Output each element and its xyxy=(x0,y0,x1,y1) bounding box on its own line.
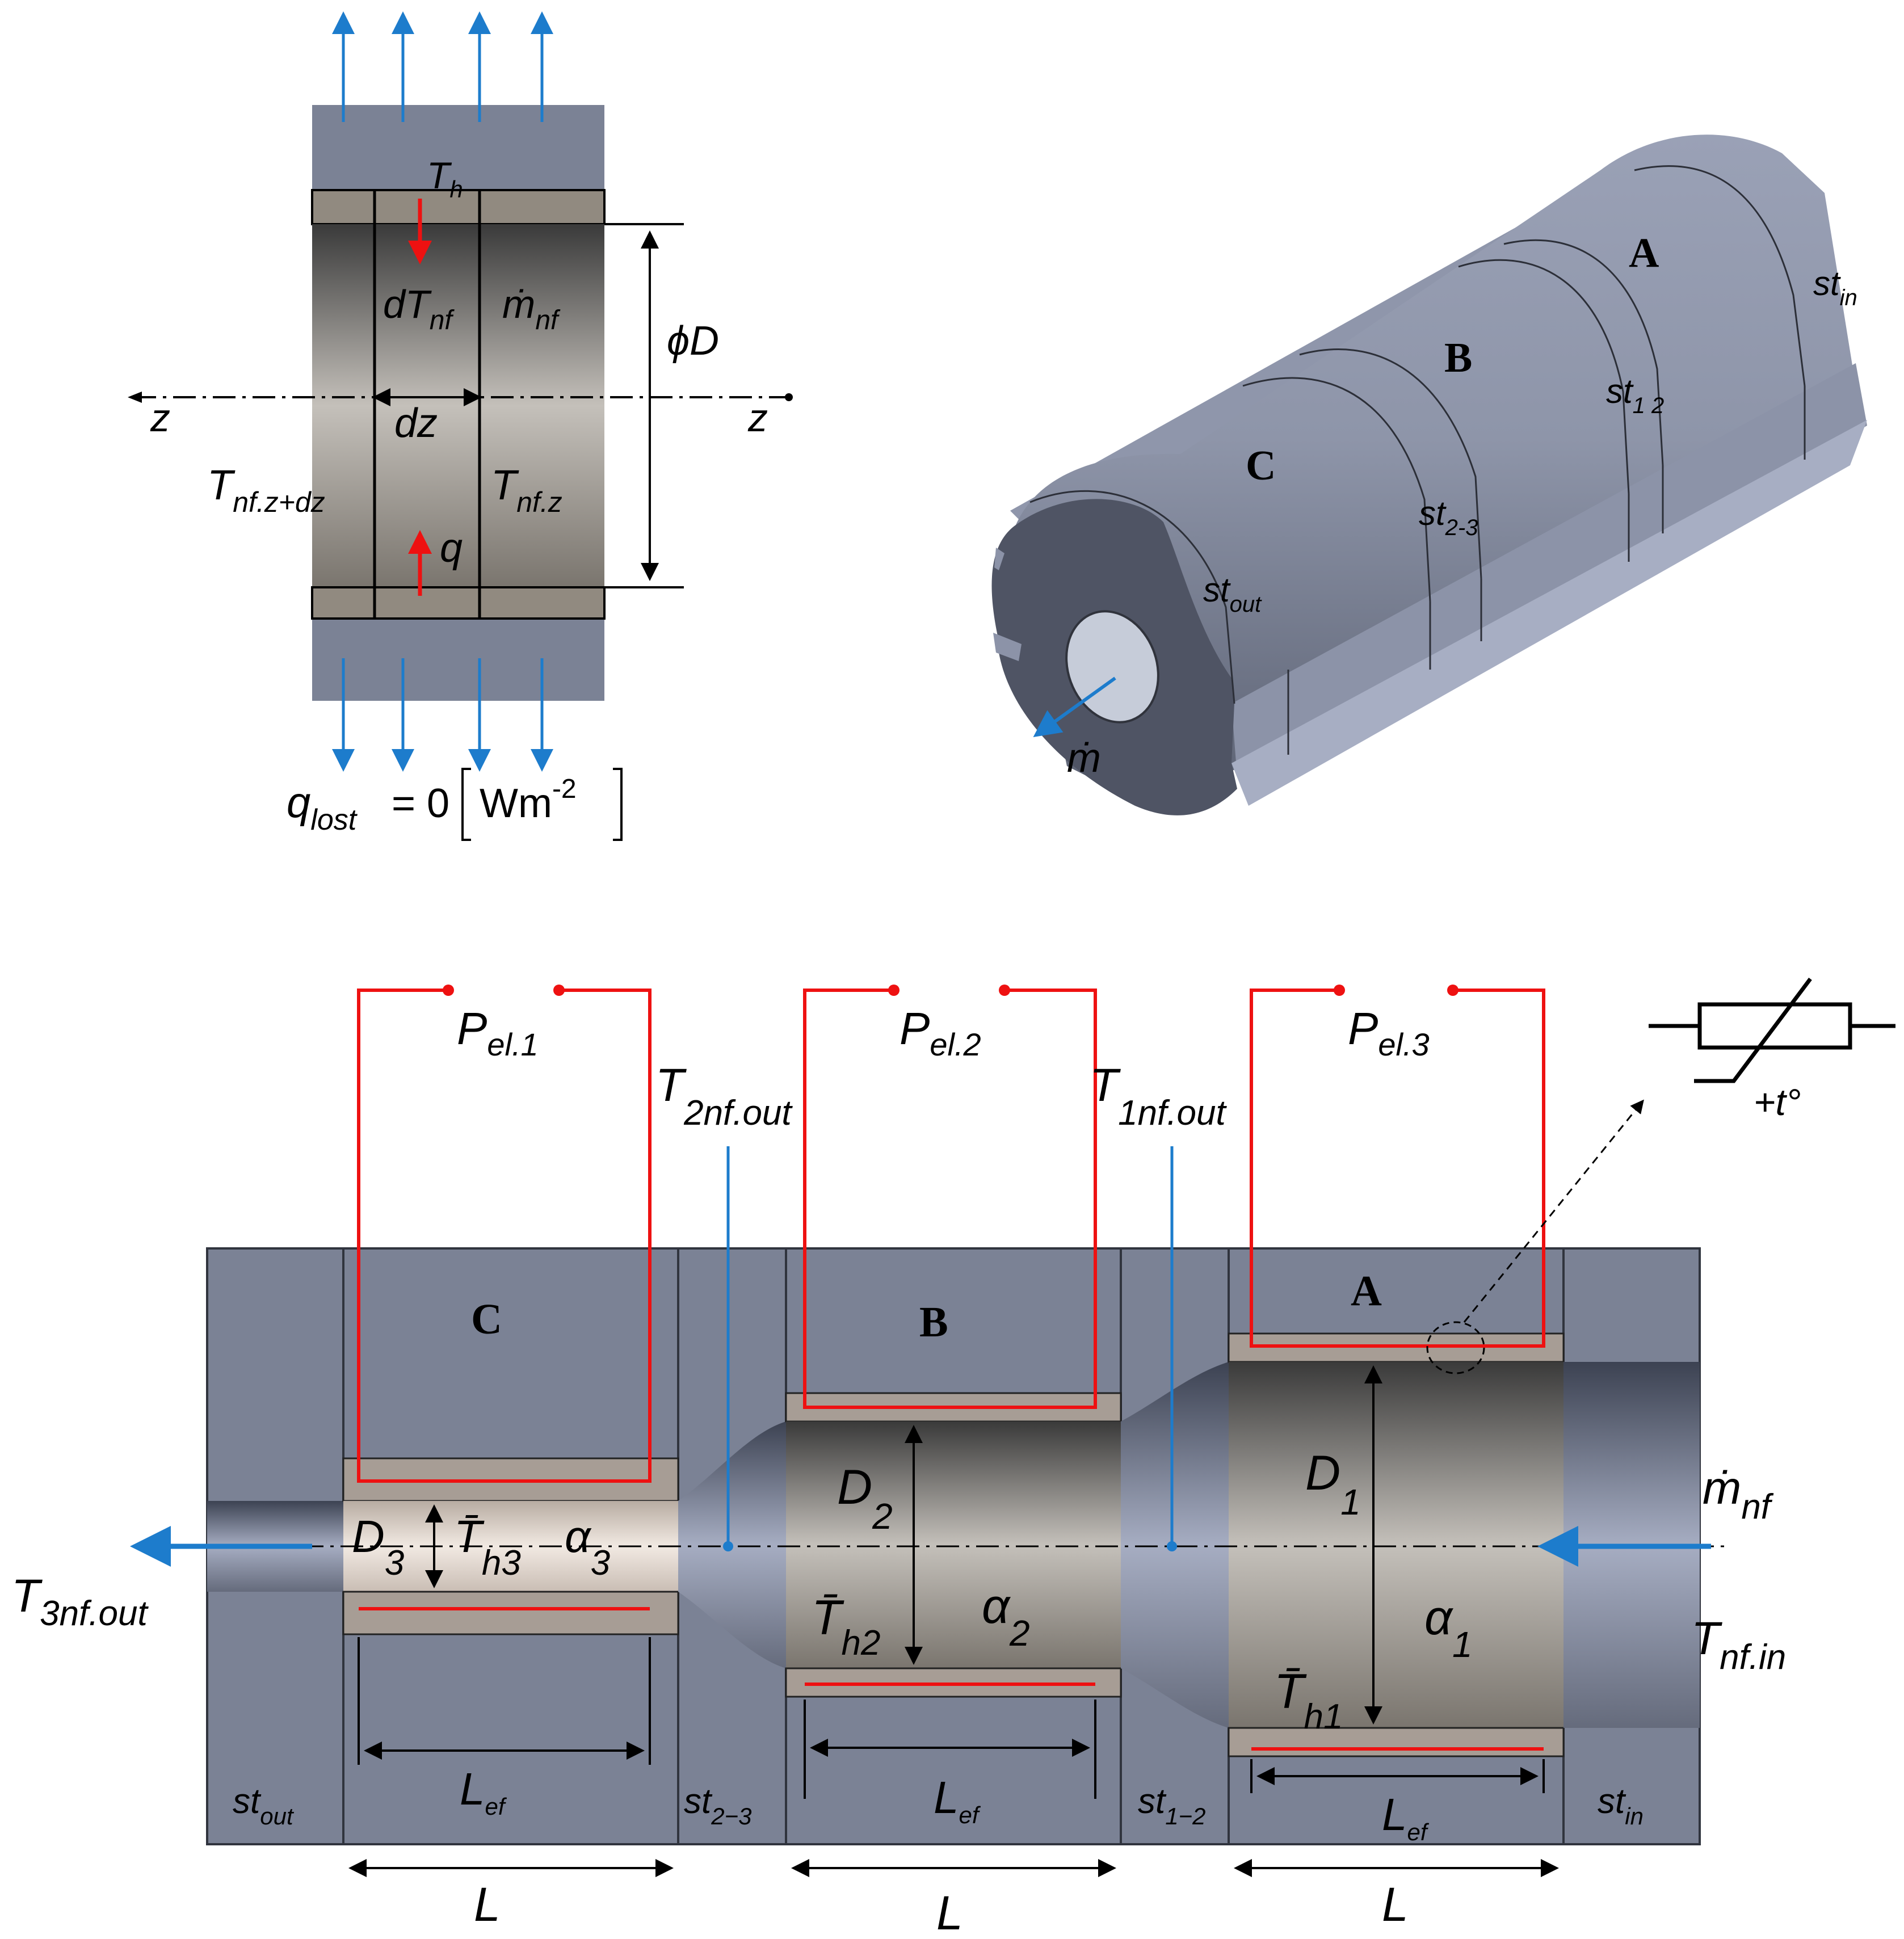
channel-B xyxy=(786,1421,1121,1668)
label-phiD: ϕD xyxy=(667,318,719,364)
element-bottom-band xyxy=(311,586,606,620)
label-z-left: z xyxy=(150,396,170,440)
label-D2: D2 xyxy=(837,1460,893,1537)
thermistor-leader xyxy=(1463,1099,1644,1323)
label-Lef-B: Lef xyxy=(934,1772,981,1828)
heat-loss-arrows xyxy=(332,11,553,772)
axis-left-arrowhead xyxy=(128,392,142,403)
label-D1: D1 xyxy=(1305,1446,1361,1522)
label-dT-nf: dTnf xyxy=(383,282,455,335)
label-T-h2: T̄h2 xyxy=(812,1591,881,1663)
label-T-1nf-out: T1nf.out xyxy=(1090,1059,1227,1133)
isometric-view: A B C stin st1 2 st2-3 stout ṁ xyxy=(991,134,1867,815)
label-Lef-A: Lef xyxy=(1382,1789,1430,1845)
bracket-left xyxy=(461,768,471,841)
iso-section-seams xyxy=(1029,165,1806,704)
iso-label-m-dot: ṁ xyxy=(1067,735,1101,781)
q-lost-equals: = 0 xyxy=(392,781,449,826)
axis-origin-dot xyxy=(785,393,793,401)
iso-label-st-2-3: st2-3 xyxy=(1419,494,1478,540)
label-T-nf-z: Tnf.z xyxy=(491,461,562,518)
label-P-el-3: Pel.3 xyxy=(1348,1003,1430,1062)
element-top-band xyxy=(311,189,606,225)
section-label-A: A xyxy=(1351,1267,1382,1315)
label-P-el-2: Pel.2 xyxy=(900,1003,981,1062)
label-st-2-3: st2−3 xyxy=(684,1782,751,1829)
q-lost-unit: Wm-2 xyxy=(480,774,577,826)
section-label-C: C xyxy=(471,1296,502,1343)
label-L-B: L xyxy=(936,1886,963,1939)
label-D3: D3 xyxy=(352,1511,404,1583)
iso-label-A: A xyxy=(1629,230,1659,276)
label-m-nf-inlet: ṁnf xyxy=(1703,1462,1774,1526)
heater-terminals xyxy=(443,985,1459,996)
iso-cylinder-shell xyxy=(1016,134,1861,811)
label-T-h3: T̄h3 xyxy=(454,1511,521,1583)
iso-step-edges xyxy=(1287,386,1806,755)
iso-lower-step xyxy=(1231,363,1867,777)
sleeve-C-bottom xyxy=(342,1591,679,1635)
label-L-C: L xyxy=(474,1878,501,1931)
sleeve-A-bottom xyxy=(1228,1727,1565,1757)
label-st-1-2: st1−2 xyxy=(1138,1782,1205,1829)
label-T-2nf-out: T2nf.out xyxy=(655,1059,793,1133)
iso-label-C: C xyxy=(1246,443,1276,489)
iso-label-st-out: stout xyxy=(1203,571,1262,617)
section-view: C B A Pel.1 Pel.2 Pel.3 T2nf.out T1nf.ou… xyxy=(11,977,1895,1939)
channel-A xyxy=(1229,1362,1563,1728)
iso-label-st-1-2: st1 2 xyxy=(1606,372,1664,418)
label-Lef-C: Lef xyxy=(460,1764,507,1820)
label-z-right: z xyxy=(747,396,768,440)
iso-label-B: B xyxy=(1444,335,1472,381)
Lef-dimensions xyxy=(358,1637,1545,1799)
label-T-nf-z-dz: Tnf.z+dz xyxy=(207,461,325,518)
iso-lower-rail xyxy=(1231,420,1867,806)
label-T-h: Th xyxy=(427,154,463,203)
section-label-B: B xyxy=(919,1298,948,1346)
label-T-nf-in: Tnf.in xyxy=(1691,1613,1786,1677)
q-lost-equation: qlost = 0 Wm-2 xyxy=(287,768,623,841)
thermistor-detail-circle xyxy=(1426,1321,1485,1374)
thermistor-symbol xyxy=(1649,977,1895,1083)
label-m-nf: ṁnf xyxy=(502,282,561,335)
label-dz: dz xyxy=(394,401,438,446)
label-alpha2: α2 xyxy=(982,1579,1030,1654)
label-alpha1: α1 xyxy=(1424,1591,1473,1665)
iso-label-st-in: stin xyxy=(1813,264,1857,310)
label-T-3nf-out: T3nf.out xyxy=(11,1570,149,1633)
element-diagram: Th dTnf ṁnf ϕD z z dz Tnf.z+dz Tnf.z q q… xyxy=(128,11,793,841)
label-P-el-1: Pel.1 xyxy=(457,1003,539,1062)
label-st-in: stin xyxy=(1598,1782,1644,1829)
label-alpha3: α3 xyxy=(565,1511,610,1583)
label-q: q xyxy=(440,525,463,571)
label-st-out: stout xyxy=(233,1782,295,1829)
label-L-A: L xyxy=(1382,1878,1409,1931)
label-T-h1: T̄h1 xyxy=(1274,1664,1343,1736)
q-lost-symbol: qlost xyxy=(287,779,358,836)
iso-bore xyxy=(1065,610,1159,724)
thermistor-label: +t° xyxy=(1754,1081,1801,1123)
iso-flow-arrow xyxy=(1033,676,1116,738)
heater-circuits xyxy=(357,989,1545,1751)
bracket-right xyxy=(613,768,623,841)
